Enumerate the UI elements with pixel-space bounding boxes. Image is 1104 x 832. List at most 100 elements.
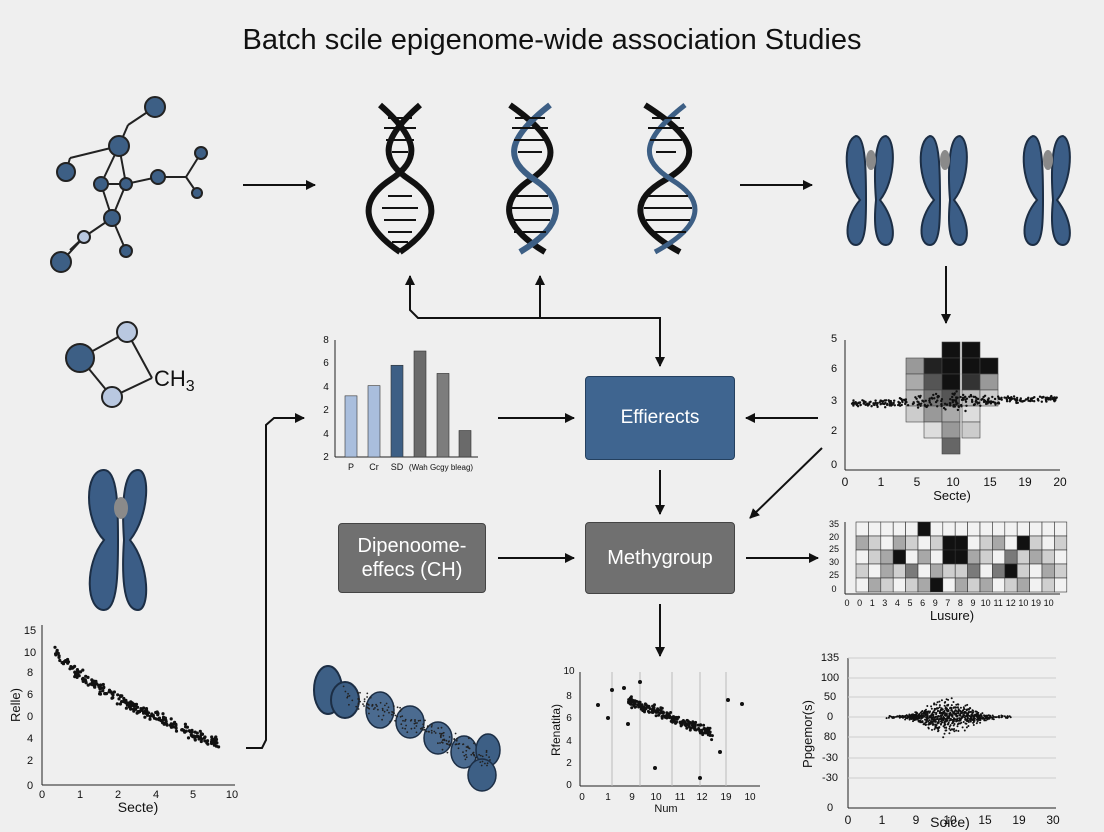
heatmap-noise-point bbox=[940, 403, 943, 406]
protein-dot bbox=[484, 762, 486, 765]
scatter-middle-point bbox=[652, 706, 656, 710]
heatmap-noise-point bbox=[955, 390, 958, 393]
scatter-right-point bbox=[915, 711, 918, 714]
scatter-right-point bbox=[972, 724, 975, 726]
scatter-right-point bbox=[967, 725, 970, 727]
scatter-middle-point bbox=[702, 723, 706, 727]
scatter-middle-point bbox=[674, 721, 677, 725]
heatmap-noise-point bbox=[1033, 400, 1036, 403]
scatter-right-xtick: 9 bbox=[913, 813, 920, 827]
grid-heatmap-xtick: 7 bbox=[945, 598, 950, 608]
heatmap-ytick: 0 bbox=[831, 459, 837, 471]
protein-dot bbox=[479, 761, 482, 763]
scatter-right-point bbox=[940, 699, 943, 702]
protein-dot bbox=[376, 705, 378, 707]
scatter-right-point bbox=[933, 728, 936, 731]
scatter-right-point bbox=[984, 716, 987, 719]
scatter-right-point bbox=[965, 722, 968, 725]
heatmap-noise-point bbox=[1044, 399, 1048, 402]
protein-dot bbox=[463, 754, 466, 757]
scatter-right-point bbox=[933, 702, 936, 705]
scatter-left-point bbox=[79, 670, 83, 674]
protein-dot bbox=[386, 709, 389, 711]
scatter-right-xtick: 0 bbox=[845, 813, 852, 827]
grid-heatmap-xtick: 10 bbox=[981, 598, 991, 608]
scatter-left-point bbox=[58, 658, 62, 663]
scatter-right-point bbox=[960, 711, 963, 714]
scatter-right-point bbox=[951, 721, 954, 724]
scatter-right-point bbox=[945, 698, 948, 701]
scatter-right-point bbox=[924, 721, 927, 724]
scatter-right-point bbox=[972, 709, 974, 712]
scatter-right-point bbox=[936, 707, 938, 710]
grid-heatmap-cell bbox=[1054, 521, 1068, 537]
heatmap-noise-point bbox=[933, 397, 936, 400]
scatter-right-point bbox=[957, 730, 960, 732]
scatter-middle-point bbox=[658, 711, 662, 715]
heatmap-noise-point bbox=[884, 399, 888, 402]
grid-heatmap-cell bbox=[979, 577, 993, 593]
scatter-right-point bbox=[908, 717, 911, 719]
grid-heatmap-cell bbox=[1016, 521, 1030, 537]
scatter-right-point bbox=[906, 715, 909, 717]
bar-ytick: 6 bbox=[323, 358, 329, 369]
scatter-right-point bbox=[944, 707, 947, 710]
scatter-left-point bbox=[169, 717, 173, 721]
protein-dot bbox=[410, 727, 413, 730]
protein-dot bbox=[351, 699, 354, 702]
protein-dot bbox=[406, 731, 409, 734]
grid-heatmap-cell bbox=[942, 535, 956, 551]
grid-heatmap-ytick: 30 bbox=[829, 557, 839, 567]
scatter-middle-point bbox=[653, 709, 657, 713]
grid-heatmap-cell bbox=[855, 521, 869, 537]
scatter-left-point bbox=[129, 700, 133, 704]
scatter-right-point bbox=[931, 728, 933, 731]
scatter-right-point bbox=[928, 719, 931, 722]
heatmap-noise-point bbox=[993, 397, 997, 401]
scatter-left-ytick: 15 bbox=[24, 625, 36, 637]
scatter-left-point bbox=[86, 675, 90, 680]
scatter-right-point bbox=[979, 717, 982, 720]
heatmap-noise-point bbox=[893, 399, 896, 402]
scatter-left-point bbox=[115, 702, 119, 706]
scatter-right-point bbox=[948, 727, 951, 730]
scatter-left-point bbox=[116, 693, 120, 697]
heatmap-noise-point bbox=[1000, 396, 1003, 399]
scatter-right-point bbox=[926, 712, 929, 715]
protein-dot bbox=[401, 715, 404, 717]
bar-xtick: SD bbox=[391, 462, 404, 472]
arrow-scatter-to-barchart bbox=[246, 413, 305, 749]
heatmap-noise-point bbox=[959, 395, 962, 399]
protein-dot bbox=[357, 708, 360, 710]
dipenome-box-line2: effecs (CH) bbox=[361, 559, 463, 581]
protein-dot bbox=[446, 751, 449, 754]
protein-dot bbox=[423, 728, 426, 731]
scatter-right-point bbox=[917, 719, 920, 722]
grid-heatmap-cell bbox=[1041, 521, 1055, 537]
scatter-middle-point bbox=[677, 715, 681, 719]
protein-dot bbox=[366, 696, 368, 698]
scatter-middle-point bbox=[698, 776, 702, 780]
bar-ytick: 4 bbox=[323, 382, 329, 393]
protein-dot bbox=[448, 740, 450, 742]
grid-heatmap-cell bbox=[880, 535, 894, 551]
scatter-left-point bbox=[200, 732, 204, 737]
protein-dot bbox=[453, 738, 456, 740]
scatter-right-point bbox=[955, 703, 958, 706]
grid-heatmap-xtick: 10 bbox=[1018, 598, 1028, 608]
protein-dot bbox=[414, 722, 417, 724]
protein-dot bbox=[486, 764, 488, 767]
scatter-right-xtick: 19 bbox=[1012, 813, 1026, 827]
protein-dot bbox=[409, 719, 412, 722]
protein-dot bbox=[389, 720, 391, 723]
heatmap-noise-point bbox=[1042, 396, 1045, 399]
scatter-right-point bbox=[969, 711, 972, 713]
scatter-middle-ytick: 0 bbox=[566, 780, 572, 791]
heatmap-noise-point bbox=[956, 408, 960, 412]
scatter-left-point bbox=[183, 722, 187, 726]
scatter-right-point bbox=[949, 724, 952, 727]
methyl-molecule-icon bbox=[65, 321, 153, 408]
scatter-left-point bbox=[206, 739, 210, 743]
heatmap-noise-point bbox=[1051, 397, 1054, 400]
scatter-right-point bbox=[917, 713, 920, 716]
